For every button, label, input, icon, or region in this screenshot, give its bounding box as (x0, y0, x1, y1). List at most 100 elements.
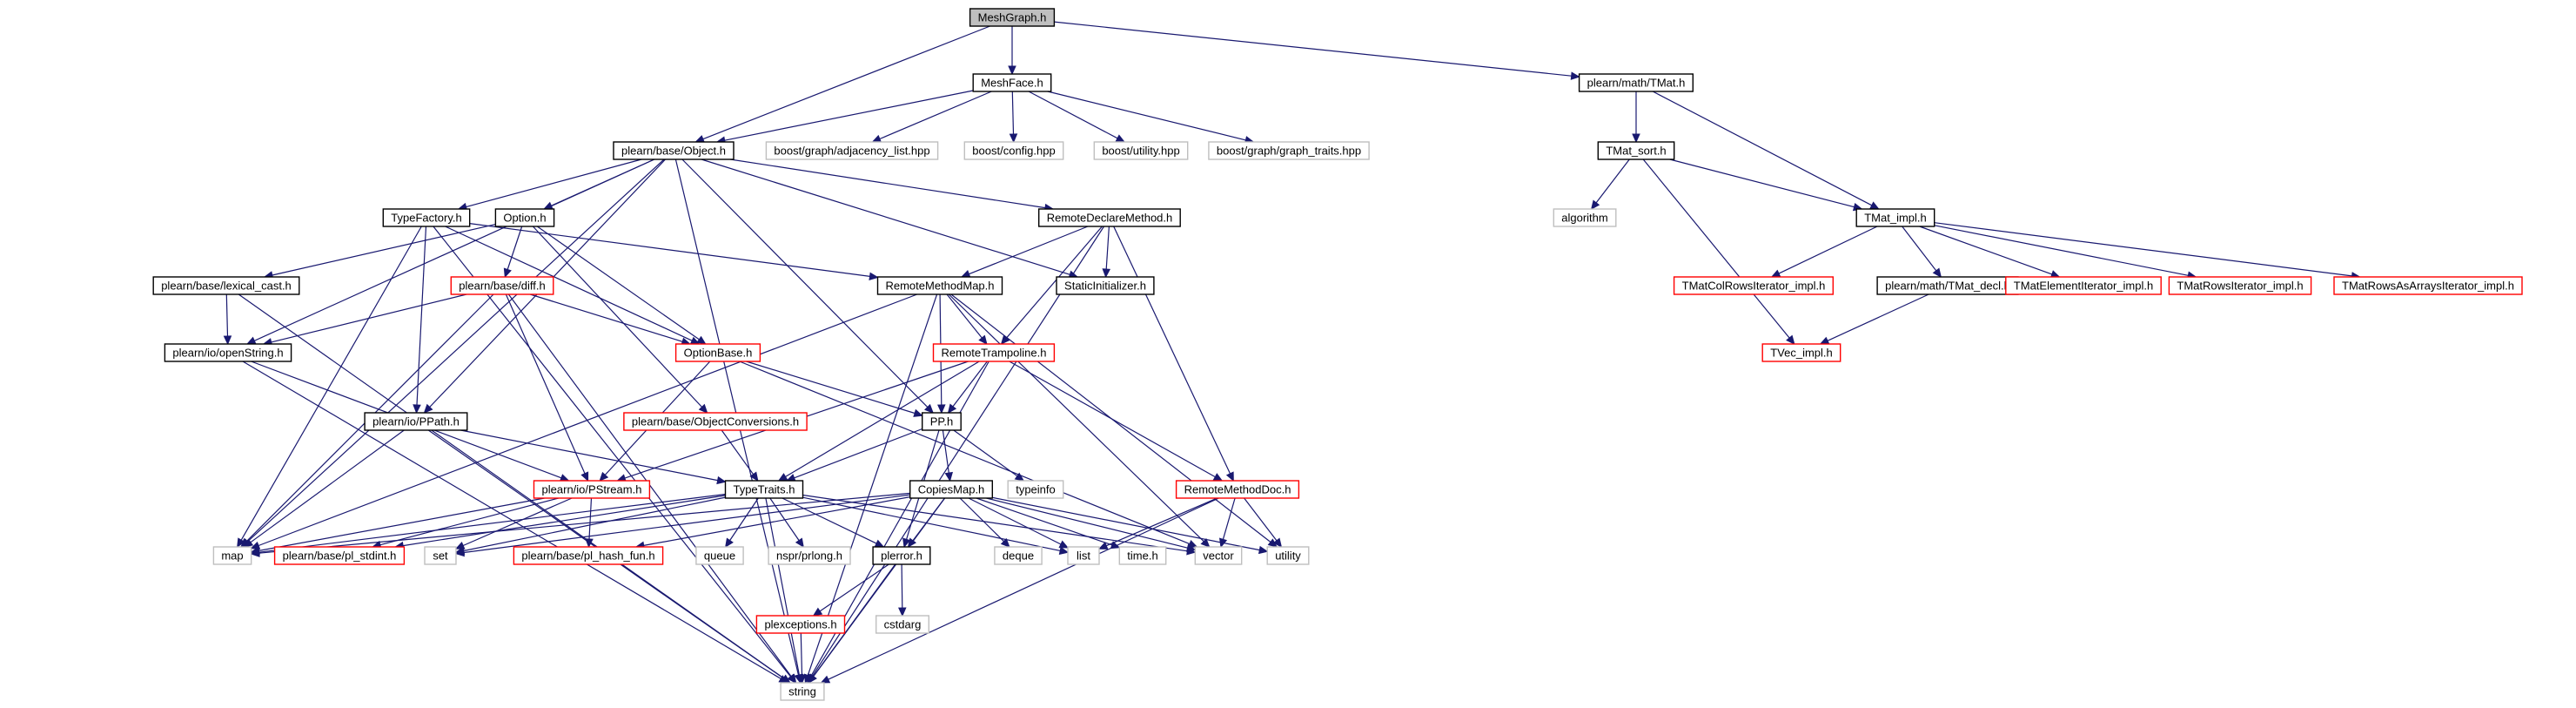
edge-line (739, 361, 1191, 545)
node-label: plearn/base/lexical_cast.h (161, 280, 292, 293)
edge-line (1011, 91, 1015, 135)
node-plearn-math-tmat-h[interactable]: plearn/math/TMat.h (1578, 73, 1694, 92)
node-label: plearn/base/pl_stdint.h (283, 550, 397, 563)
node-option-h[interactable]: Option.h (494, 208, 555, 227)
edge-line (463, 494, 910, 554)
edge-line (445, 226, 693, 341)
edge-arrowhead (947, 403, 957, 414)
node-algorithm: algorithm (1553, 208, 1617, 227)
edge-arrowhead (725, 537, 734, 549)
edge-line (1919, 226, 2053, 275)
node-tmat-sort-h[interactable]: TMat_sort.h (1597, 141, 1675, 160)
node-meshgraph-h[interactable]: MeshGraph.h (969, 8, 1056, 27)
edge-arrowhead (1200, 538, 1211, 548)
edge-plearn-io-ppath-h-to-typetraits-h (460, 429, 727, 485)
node-label: Option.h (503, 212, 546, 225)
edge-line (1005, 226, 1103, 339)
edge-line (968, 497, 1062, 545)
edge-arrowhead (423, 403, 433, 414)
edge-meshgraph-h-to-meshface-h (1008, 26, 1016, 76)
edge-arrowhead (1932, 267, 1942, 278)
node-label: StaticInitializer.h (1064, 280, 1146, 293)
edge-tmat-sort-h-to-tvec-impl-h (1642, 158, 1795, 345)
node-optionbase-h[interactable]: OptionBase.h (674, 343, 761, 362)
node-plearn-io-openstring-h[interactable]: plearn/io/openString.h (164, 343, 292, 362)
node-typeinfo: typeinfo (1007, 480, 1064, 499)
edge-line (588, 497, 593, 540)
node-box (273, 546, 406, 565)
edge-line (1106, 497, 1218, 547)
node-box (1067, 546, 1100, 565)
node-label: time.h (1127, 550, 1157, 563)
node-tmatrowsiterator-impl-h[interactable]: TMatRowsIterator_impl.h (2168, 276, 2312, 295)
edge-arrowhead (585, 538, 594, 549)
edge-arrowhead (599, 471, 609, 482)
node-typefactory-h[interactable]: TypeFactory.h (382, 208, 471, 227)
node-label: MeshFace.h (981, 77, 1043, 90)
edge-arrowhead (1014, 472, 1025, 482)
node-plearn-io-pstream-h[interactable]: plearn/io/PStream.h (533, 480, 651, 499)
node-tmatcolrowsiterator-impl-h[interactable]: TMatColRowsIterator_impl.h (1673, 276, 1834, 295)
edge-arrowhead (1058, 540, 1070, 549)
node-plearn-base-object-h[interactable]: plearn/base/Object.h (613, 141, 735, 160)
edge-line (813, 563, 896, 678)
node-label: TMat_impl.h (1864, 212, 1927, 225)
node-vector: vector (1194, 546, 1243, 565)
edge-tmat-sort-h-to-algorithm (1590, 158, 1630, 210)
node-box (424, 546, 457, 565)
node-tmatelementiterator-impl-h[interactable]: TMatElementIterator_impl.h (2005, 276, 2162, 295)
node-tvec-impl-h[interactable]: TVec_impl.h (1761, 343, 1841, 362)
node-box (2333, 276, 2523, 295)
edge-copiesmap-h-to-set (454, 494, 910, 557)
node-label: TypeFactory.h (391, 212, 461, 225)
node-plerror-h[interactable]: plerror.h (872, 546, 931, 565)
edge-arrowhead (1008, 65, 1016, 76)
node-tmatrowsasarraysiterator-impl-h[interactable]: TMatRowsAsArraysIterator_impl.h (2333, 276, 2523, 295)
node-plearn-base-pl-stdint-h[interactable]: plearn/base/pl_stdint.h (273, 546, 406, 565)
node-plexceptions-h[interactable]: plexceptions.h (755, 615, 846, 634)
node-label: algorithm (1561, 212, 1607, 225)
node-plearn-io-ppath-h[interactable]: plearn/io/PPath.h (364, 412, 468, 431)
node-pp-h[interactable]: PP.h (921, 412, 962, 431)
edge-line (254, 158, 655, 341)
node-plearn-base-objectconversions-h[interactable]: plearn/base/ObjectConversions.h (623, 412, 808, 431)
node-box (1266, 546, 1310, 565)
edge-arrowhead (413, 404, 421, 415)
node-label: boost/config.hpp (972, 145, 1055, 158)
node-plearn-base-lexical-cast-h[interactable]: plearn/base/lexical_cast.h (152, 276, 300, 295)
node-label: plearn/math/TMat.h (1587, 77, 1686, 90)
node-remotemethoddoc-h[interactable]: RemoteMethodDoc.h (1175, 480, 1300, 499)
node-staticinitializer-h[interactable]: StaticInitializer.h (1056, 276, 1155, 295)
node-cstdarg: cstdarg (875, 615, 930, 634)
node-queue: queue (695, 546, 744, 565)
edge-typetraits-h-to-queue (725, 497, 759, 549)
node-box (1673, 276, 1834, 295)
edge-arrowhead (944, 471, 953, 482)
node-plearn-base-pl-hash-fun-h[interactable]: plearn/base/pl_hash_fun.h (513, 546, 664, 565)
edge-arrowhead (781, 674, 791, 684)
edge-arrowhead (696, 335, 707, 345)
edge-line (258, 493, 726, 553)
node-label: map (221, 550, 243, 563)
node-set: set (424, 546, 457, 565)
node-tmat-impl-h[interactable]: TMat_impl.h (1855, 208, 1935, 227)
node-copiesmap-h[interactable]: CopiesMap.h (909, 480, 993, 499)
node-meshface-h[interactable]: MeshFace.h (972, 73, 1052, 92)
edge-line (724, 90, 974, 141)
edge-option-h-to-plearn-base-objectconversions-h (532, 226, 708, 414)
node-typetraits-h[interactable]: TypeTraits.h (724, 480, 804, 499)
node-label: RemoteMethodDoc.h (1184, 483, 1291, 496)
edge-plearn-base-diff-h-to-plearn-io-pstream-h (505, 293, 589, 482)
node-remotedeclaremethod-h[interactable]: RemoteDeclareMethod.h (1037, 208, 1181, 227)
edge-arrowhead (454, 541, 466, 550)
node-box (1553, 208, 1617, 227)
node-plearn-math-tmat-decl-h[interactable]: plearn/math/TMat_decl.h (1876, 276, 2019, 295)
edge-plerror-h-to-string (808, 563, 896, 684)
node-box (1056, 276, 1155, 295)
edge-typetraits-h-to-list (802, 496, 1070, 556)
edge-remotemethodmap-h-to-remotetrampoline-h (946, 293, 988, 345)
node-remotetrampoline-h[interactable]: RemoteTrampoline.h (932, 343, 1056, 362)
node-remotemethodmap-h[interactable]: RemoteMethodMap.h (876, 276, 1003, 295)
node-plearn-base-diff-h[interactable]: plearn/base/diff.h (450, 276, 554, 295)
node-label: TMatElementIterator_impl.h (2014, 280, 2153, 293)
